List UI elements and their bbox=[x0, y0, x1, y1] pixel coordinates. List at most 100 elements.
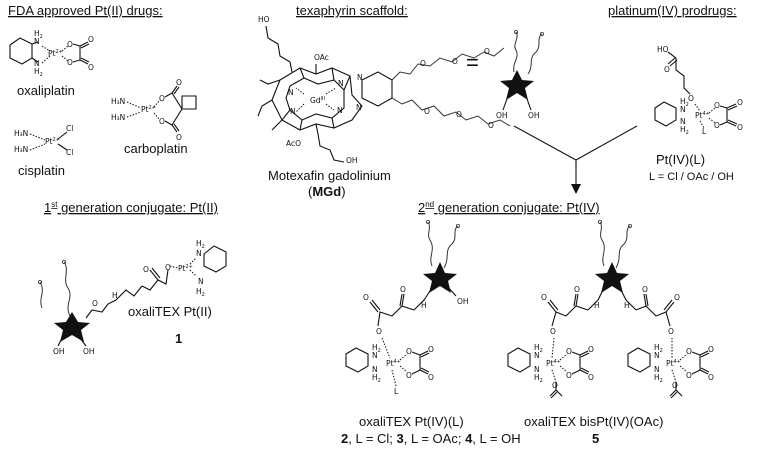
tex-n1: N bbox=[288, 88, 294, 97]
c1-o-ester: O bbox=[92, 299, 98, 308]
oxali-o1: O bbox=[67, 40, 73, 49]
c2-o3: O bbox=[428, 345, 434, 354]
c5-o1-right: O bbox=[686, 347, 692, 356]
c2-h2-bottom: H2 bbox=[372, 373, 381, 384]
c5-n-top-left: N bbox=[534, 351, 540, 360]
c1-pt: Pt2+ bbox=[178, 264, 193, 273]
label-pt4l: Pt(IV)(L) bbox=[656, 152, 705, 167]
c5-o-axial-right: O bbox=[668, 327, 674, 336]
heading-gen2-num: 2 bbox=[418, 200, 425, 215]
prodrug-ho: HO bbox=[657, 45, 669, 54]
pt4-prodrug-structure: HO O O H2 N N H2 Pt4+ L O O O O bbox=[654, 45, 743, 136]
prodrug-o-carbonyl: O bbox=[664, 65, 670, 74]
c5-o-ester-right: O bbox=[674, 293, 680, 302]
c5-o1-left: O bbox=[566, 347, 572, 356]
oxali-n-top: N bbox=[34, 37, 40, 46]
c1-n-top: N bbox=[196, 249, 202, 258]
oxali-o2: O bbox=[67, 58, 73, 67]
tex-peg-o6: O bbox=[488, 121, 494, 130]
c5-n-bottom-right: N bbox=[654, 365, 660, 374]
c5-o3-left: O bbox=[588, 345, 594, 354]
c5-h2-top-left: H2 bbox=[534, 343, 543, 354]
heading-prodrugs: platinum(IV) prodrugs: bbox=[608, 3, 737, 18]
carbo-o3: O bbox=[176, 78, 182, 87]
c2-nh: H bbox=[421, 301, 427, 310]
c5-o-axial-left: O bbox=[550, 327, 556, 336]
cis-h3n-top: H₃N bbox=[14, 129, 28, 138]
c5-pt-left: Pt4+ bbox=[546, 359, 561, 368]
c1-h2-bottom: H2 bbox=[196, 287, 205, 298]
c2-n-bottom: N bbox=[372, 365, 378, 374]
heading-gen1: 1st generation conjugate: Pt(II) bbox=[44, 200, 218, 215]
oxali-h2-top: H2 bbox=[34, 29, 43, 40]
cisplatin-structure: H₃N H₃N Pt2+ Cl Cl bbox=[14, 124, 73, 157]
c1-n-bottom: N bbox=[198, 277, 204, 286]
c5-n-bottom-left: N bbox=[534, 365, 540, 374]
label-c2-ligands: 2, L = Cl; 3, L = OAc; 4, L = OH bbox=[341, 431, 521, 446]
heading-gen2-sup: nd bbox=[425, 200, 434, 209]
star-top-oh2: OH bbox=[528, 111, 540, 120]
tex-n3: N bbox=[290, 107, 296, 116]
tex-n4: N bbox=[337, 106, 343, 115]
label-c1-num: 1 bbox=[175, 331, 182, 346]
c5-oac-o-right: O bbox=[672, 381, 678, 390]
label-c2: oxaliTEX Pt(IV)(L) bbox=[359, 414, 464, 429]
tex-peg-o1: O bbox=[420, 59, 426, 68]
prodrug-o-axial: O bbox=[688, 94, 694, 103]
tex-n2: N bbox=[338, 79, 344, 88]
carbo-o1: O bbox=[159, 94, 165, 103]
prodrug-o3: O bbox=[737, 98, 743, 107]
tex-peg-o3: O bbox=[484, 47, 490, 56]
label-carboplatin: carboplatin bbox=[124, 141, 188, 156]
c5-o-carbonyl-right: O bbox=[642, 285, 648, 294]
combination-arrow bbox=[513, 125, 638, 194]
prodrug-n-bottom: N bbox=[680, 117, 686, 126]
carbo-o4: O bbox=[176, 133, 182, 142]
heading-gen1-num: 1 bbox=[44, 200, 51, 215]
texaphyrin-structure: HO GdIII N N N N N N OAc AcO OH bbox=[257, 15, 511, 165]
oxali-o4: O bbox=[88, 63, 94, 72]
compound-2-structure: OH H O O O H2 N N H2 Pt4+ L O O O O bbox=[345, 219, 469, 396]
c5-oac-o-left: O bbox=[552, 381, 558, 390]
compound-1-structure: OH OH O H O O Pt2+ N N H2 H2 bbox=[38, 239, 227, 356]
label-oxaliplatin: oxaliplatin bbox=[17, 83, 75, 98]
tex-n5: N bbox=[357, 73, 363, 82]
c5-o4-right: O bbox=[708, 373, 714, 382]
heading-texaphyrin: texaphyrin scaffold: bbox=[296, 3, 408, 18]
c1-h2-top: H2 bbox=[196, 239, 205, 250]
c1-nh: H bbox=[112, 291, 118, 300]
texaphyrin-star-symbol: OH OH bbox=[496, 29, 545, 120]
label-c5: oxaliTEX bisPt(IV)(OAc) bbox=[524, 414, 663, 429]
oxali-n-bottom: N bbox=[34, 59, 40, 68]
c2-o1: O bbox=[406, 347, 412, 356]
c2-oh: OH bbox=[457, 297, 469, 306]
c5-nh-right: H bbox=[624, 301, 630, 310]
tex-n6: N bbox=[356, 103, 362, 112]
label-motexafin: Motexafin gadolinium bbox=[268, 168, 391, 183]
prodrug-n-top: N bbox=[680, 105, 686, 114]
c1-oh2: OH bbox=[83, 347, 95, 356]
prodrug-o4: O bbox=[737, 123, 743, 132]
heading-gen2-text: generation conjugate: Pt(IV) bbox=[434, 200, 600, 215]
c2-o4: O bbox=[428, 373, 434, 382]
prodrug-h2-bottom: H2 bbox=[680, 125, 689, 136]
star-top-oh1: OH bbox=[496, 111, 508, 120]
c5-h2-top-right: H2 bbox=[654, 343, 663, 354]
oxaliplatin-structure: H2 N N H2 Pt2+ O O O O bbox=[9, 29, 94, 78]
c5-pt-right: Pt4+ bbox=[666, 359, 681, 368]
c2-o-axial: O bbox=[376, 327, 382, 336]
c5-o4-left: O bbox=[588, 373, 594, 382]
compound-5-structure: H H O O O H2 N N H2 Pt4+ O O O O O bbox=[507, 219, 714, 399]
oxali-pt: Pt2+ bbox=[48, 49, 63, 58]
tex-peg-o2: O bbox=[452, 57, 458, 66]
carbo-o2: O bbox=[159, 117, 165, 126]
c2-l: L bbox=[394, 387, 399, 396]
c2-h2-top: H2 bbox=[372, 343, 381, 354]
c2-pt: Pt4+ bbox=[386, 359, 401, 368]
tex-oac: OAc bbox=[314, 53, 329, 62]
c5-h2-bottom-left: H2 bbox=[534, 373, 543, 384]
c5-h2-bottom-right: H2 bbox=[654, 373, 663, 384]
label-c5-num: 5 bbox=[592, 431, 599, 446]
prodrug-h2-top: H2 bbox=[680, 97, 689, 108]
